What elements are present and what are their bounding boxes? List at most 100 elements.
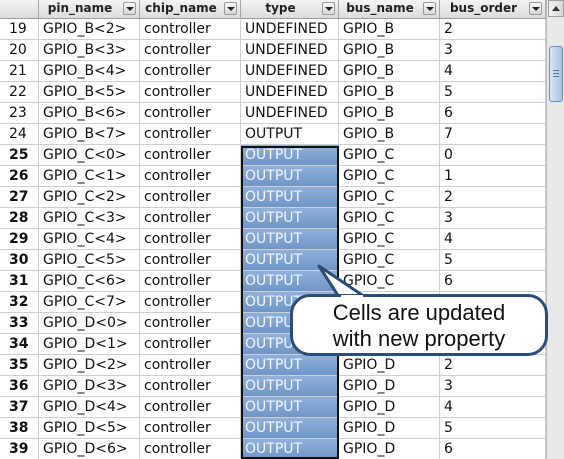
chip-name-cell[interactable]: controller (140, 187, 241, 207)
row-number-cell[interactable]: 21 (0, 61, 39, 81)
pin-name-cell[interactable]: GPIO_B<4> (39, 61, 140, 81)
chip-name-cell[interactable]: controller (140, 82, 241, 102)
chevron-down-icon[interactable] (224, 2, 237, 15)
pin-name-cell[interactable]: GPIO_B<6> (39, 103, 140, 123)
scroll-thumb[interactable] (549, 46, 563, 102)
type-cell[interactable]: OUTPUT (241, 166, 339, 186)
bus-order-cell[interactable]: 4 (440, 229, 546, 249)
type-cell[interactable]: UNDEFINED (241, 103, 339, 123)
bus-order-cell[interactable]: 0 (440, 145, 546, 165)
bus-name-cell[interactable]: GPIO_C (339, 229, 440, 249)
row-number-cell[interactable]: 29 (0, 229, 39, 249)
bus-order-cell[interactable]: 2 (440, 19, 546, 39)
bus-order-cell[interactable]: 1 (440, 166, 546, 186)
chip-name-cell[interactable]: controller (140, 229, 241, 249)
header-bus-name[interactable]: bus_name (339, 0, 440, 18)
type-cell[interactable]: OUTPUT (241, 250, 339, 270)
row-number-cell[interactable]: 27 (0, 187, 39, 207)
row-number-cell[interactable]: 20 (0, 40, 39, 60)
row-number-cell[interactable]: 28 (0, 208, 39, 228)
bus-name-cell[interactable]: GPIO_B (339, 19, 440, 39)
bus-order-cell[interactable]: 7 (440, 124, 546, 144)
row-number-cell[interactable]: 30 (0, 250, 39, 270)
bus-order-cell[interactable] (440, 292, 546, 312)
bus-name-cell[interactable]: GPIO_D (339, 397, 440, 417)
pin-name-cell[interactable]: GPIO_D<2> (39, 355, 140, 375)
type-cell[interactable]: UNDEFINED (241, 40, 339, 60)
bus-name-cell[interactable]: GPIO_D (339, 376, 440, 396)
pin-name-cell[interactable]: GPIO_D<6> (39, 439, 140, 459)
pin-name-cell[interactable]: GPIO_C<4> (39, 229, 140, 249)
chip-name-cell[interactable]: controller (140, 418, 241, 438)
row-number-cell[interactable]: 38 (0, 418, 39, 438)
bus-name-cell[interactable]: GPIO_C (339, 166, 440, 186)
row-number-cell[interactable]: 22 (0, 82, 39, 102)
type-cell[interactable]: UNDEFINED (241, 19, 339, 39)
chip-name-cell[interactable]: controller (140, 145, 241, 165)
chip-name-cell[interactable]: controller (140, 61, 241, 81)
pin-name-cell[interactable]: GPIO_D<0> (39, 313, 140, 333)
bus-order-cell[interactable]: 2 (440, 187, 546, 207)
bus-name-cell[interactable]: GPIO_C (339, 250, 440, 270)
bus-name-cell[interactable]: GPIO_D (339, 355, 440, 375)
pin-name-cell[interactable]: GPIO_C<0> (39, 145, 140, 165)
bus-order-cell[interactable]: 3 (440, 40, 546, 60)
type-cell[interactable]: OUTPUT (241, 145, 339, 165)
pin-name-cell[interactable]: GPIO_C<3> (39, 208, 140, 228)
pin-name-cell[interactable]: GPIO_C<2> (39, 187, 140, 207)
chip-name-cell[interactable]: controller (140, 124, 241, 144)
type-cell[interactable]: OUTPUT (241, 208, 339, 228)
bus-name-cell[interactable]: GPIO_B (339, 103, 440, 123)
chip-name-cell[interactable]: controller (140, 19, 241, 39)
type-cell[interactable]: OUTPUT (241, 418, 339, 438)
chevron-down-icon[interactable] (423, 2, 436, 15)
pin-name-cell[interactable]: GPIO_B<5> (39, 82, 140, 102)
row-number-cell[interactable]: 23 (0, 103, 39, 123)
type-cell[interactable]: OUTPUT (241, 439, 339, 459)
pin-name-cell[interactable]: GPIO_C<6> (39, 271, 140, 291)
chevron-down-icon[interactable] (322, 2, 335, 15)
bus-name-cell[interactable]: GPIO_B (339, 124, 440, 144)
type-cell[interactable]: UNDEFINED (241, 61, 339, 81)
header-chip-name[interactable]: chip_name (140, 0, 241, 18)
chip-name-cell[interactable]: controller (140, 40, 241, 60)
bus-name-cell[interactable]: GPIO_D (339, 439, 440, 459)
row-number-cell[interactable]: 33 (0, 313, 39, 333)
chip-name-cell[interactable]: controller (140, 271, 241, 291)
bus-order-cell[interactable]: 4 (440, 397, 546, 417)
bus-name-cell[interactable]: GPIO_C (339, 208, 440, 228)
chevron-down-icon[interactable] (123, 2, 136, 15)
type-cell[interactable]: OUTPUT (241, 397, 339, 417)
bus-name-cell[interactable]: GPIO_B (339, 61, 440, 81)
pin-name-cell[interactable]: GPIO_B<2> (39, 19, 140, 39)
chip-name-cell[interactable]: controller (140, 250, 241, 270)
chip-name-cell[interactable]: controller (140, 397, 241, 417)
bus-name-cell[interactable]: GPIO_D (339, 418, 440, 438)
row-number-cell[interactable]: 19 (0, 19, 39, 39)
header-type[interactable]: type (241, 0, 339, 18)
row-number-cell[interactable]: 36 (0, 376, 39, 396)
chevron-down-icon[interactable] (529, 2, 542, 15)
bus-order-cell[interactable]: 6 (440, 271, 546, 291)
bus-name-cell[interactable]: GPIO_C (339, 271, 440, 291)
chip-name-cell[interactable]: controller (140, 208, 241, 228)
type-cell[interactable]: OUTPUT (241, 124, 339, 144)
header-pin-name[interactable]: pin_name (39, 0, 140, 18)
bus-order-cell[interactable]: 5 (440, 82, 546, 102)
bus-order-cell[interactable]: 5 (440, 250, 546, 270)
pin-name-cell[interactable]: GPIO_B<7> (39, 124, 140, 144)
header-row-number[interactable] (0, 0, 39, 18)
bus-order-cell[interactable]: 3 (440, 376, 546, 396)
row-number-cell[interactable]: 37 (0, 397, 39, 417)
row-number-cell[interactable]: 25 (0, 145, 39, 165)
